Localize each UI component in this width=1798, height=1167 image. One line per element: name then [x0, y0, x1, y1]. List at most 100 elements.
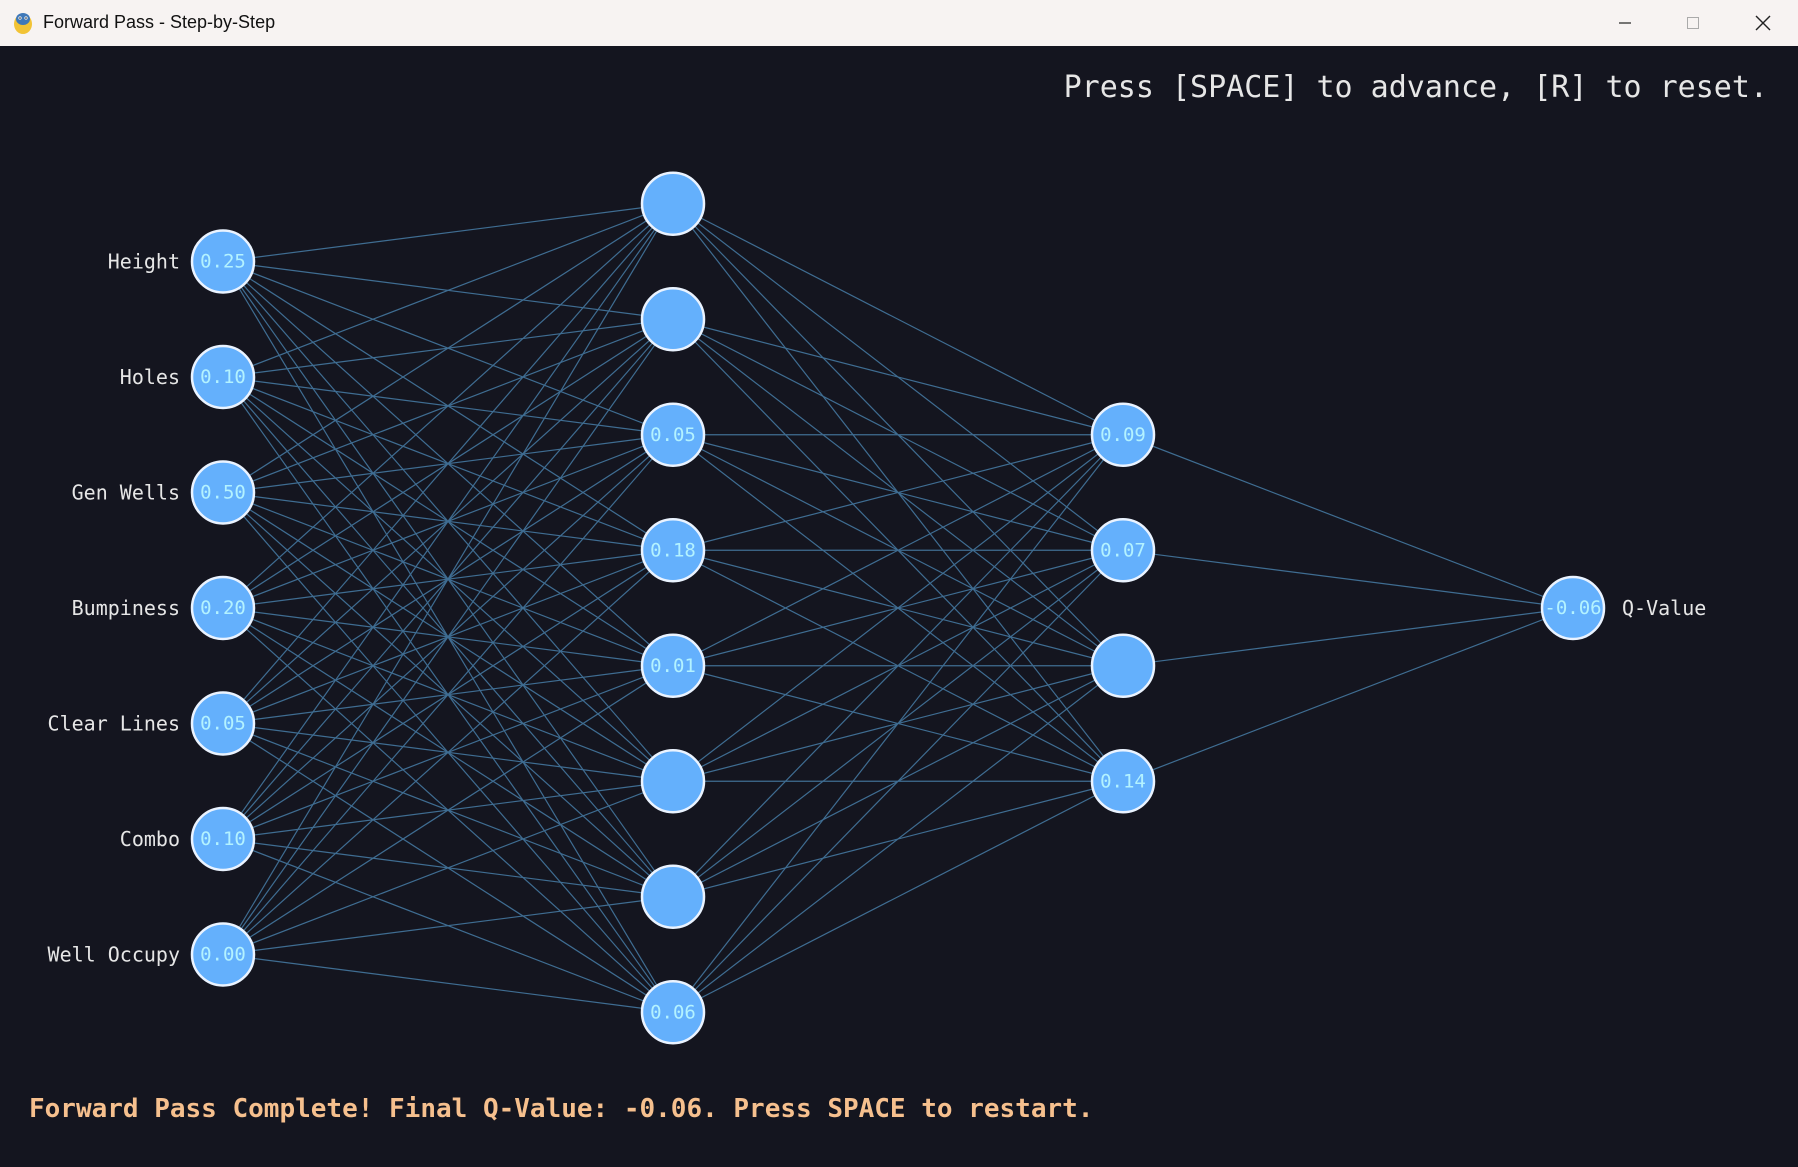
connection-hidden1-0-hidden2-0 [672, 203, 1124, 436]
connection-hidden1-1-hidden2-0 [672, 318, 1124, 436]
node-input-0: 0.25 Height [108, 229, 256, 294]
connection-hidden1-3-hidden2-0 [672, 434, 1124, 551]
neuron-value: -0.06 [1544, 597, 1601, 619]
connection-input-5-hidden1-0 [222, 203, 674, 840]
neuron-circle [190, 575, 256, 641]
neurons: 0.25 Height 0.10 Holes 0.50 Gen Wells 0.20 Bump… [48, 171, 1706, 1045]
connection-input-6-hidden1-5 [222, 780, 674, 956]
connection-input-2-hidden1-0 [222, 203, 674, 494]
connection-hidden1-6-hidden2-0 [672, 434, 1124, 898]
node-hidden1-3: 0.18 [640, 518, 706, 583]
connection-hidden2-2-output-0 [1122, 607, 1574, 667]
neuron-value: 0.18 [650, 539, 696, 561]
neuron-value: 0.14 [1100, 770, 1146, 792]
neuron-label: Height [108, 250, 180, 274]
instructions-text: Press [SPACE] to advance, [R] to reset. [1063, 70, 1768, 105]
node-input-3: 0.20 Bumpiness [72, 575, 256, 641]
node-hidden2-2 [1090, 633, 1156, 698]
connection-hidden2-3-output-0 [1122, 607, 1574, 782]
neuron-value: 0.00 [200, 944, 246, 966]
connection-input-6-hidden1-7 [222, 953, 674, 1013]
neuron-circle [190, 344, 256, 410]
neuron-value: 0.20 [200, 597, 246, 619]
neuron-label: Holes [120, 365, 180, 389]
neuron-label: Gen Wells [72, 481, 180, 505]
neuron-circle [640, 402, 706, 467]
connection-hidden2-0-output-0 [1122, 434, 1574, 609]
neuron-circle [640, 633, 706, 698]
connection-hidden1-4-hidden2-0 [672, 434, 1124, 667]
maximize-button[interactable] [1658, 0, 1728, 46]
connection-input-1-hidden1-0 [222, 203, 674, 378]
connection-hidden1-7-hidden2-1 [672, 549, 1124, 1013]
python-snake-icon [14, 13, 32, 34]
close-button[interactable] [1728, 0, 1798, 46]
connection-input-4-hidden1-0 [222, 203, 674, 724]
status-message: Forward Pass Complete! Final Q-Value: -0… [29, 1094, 1094, 1124]
connection-input-6-hidden1-6 [222, 896, 674, 956]
neuron-circle [1090, 749, 1156, 814]
neuron-label: Well Occupy [48, 943, 180, 967]
node-hidden1-1 [640, 287, 706, 352]
neuron-circle [640, 171, 706, 236]
connection-hidden1-7-hidden2-2 [672, 665, 1124, 1013]
neuron-circle [1090, 518, 1156, 583]
neuron-value: 0.25 [200, 251, 246, 273]
neuron-circle [190, 229, 256, 294]
connection-input-6-hidden1-3 [222, 549, 674, 955]
neuron-value: 0.05 [650, 424, 696, 446]
neuron-label: Bumpiness [72, 596, 180, 620]
node-hidden1-7: 0.06 [640, 980, 706, 1045]
connections [222, 203, 1574, 1013]
neuron-circle [1090, 633, 1156, 698]
neuron-label: Combo [120, 827, 180, 851]
node-hidden2-3: 0.14 [1090, 749, 1156, 814]
neuron-value: 0.01 [650, 655, 696, 677]
neuron-value: 0.07 [1100, 539, 1146, 561]
connection-input-6-hidden1-2 [222, 434, 674, 955]
node-hidden1-2: 0.05 [640, 402, 706, 467]
neuron-value: 0.10 [200, 828, 246, 850]
neural-network-diagram: 0.25 Height 0.10 Holes 0.50 Gen Wells 0.20 Bump… [48, 171, 1706, 1045]
connection-input-0-hidden1-0 [222, 203, 674, 263]
maximize-icon [1687, 17, 1699, 29]
connection-input-6-hidden1-4 [222, 665, 674, 956]
neuron-circle [1090, 402, 1156, 467]
node-hidden2-1: 0.07 [1090, 518, 1156, 583]
neuron-value: 0.10 [200, 366, 246, 388]
network-canvas: 0.25 Height 0.10 Holes 0.50 Gen Wells 0.20 Bump… [0, 46, 1798, 1167]
node-input-6: 0.00 Well Occupy [48, 922, 256, 987]
neuron-label: Clear Lines [48, 712, 180, 736]
node-hidden1-0 [640, 171, 706, 236]
minimize-button[interactable] [1590, 0, 1660, 46]
neuron-value: 0.50 [200, 482, 246, 504]
neuron-circle [640, 864, 706, 929]
node-hidden2-0: 0.09 [1090, 402, 1156, 467]
node-hidden1-6 [640, 864, 706, 929]
connection-hidden1-7-hidden2-0 [672, 434, 1124, 1013]
connection-hidden1-7-hidden2-3 [672, 780, 1124, 1013]
neuron-circle [640, 287, 706, 352]
neuron-value: 0.05 [200, 713, 246, 735]
neuron-circle [640, 749, 706, 814]
neuron-circle [190, 460, 256, 525]
close-icon [1755, 15, 1771, 31]
neuron-circle [190, 806, 256, 872]
neuron-value: 0.09 [1100, 424, 1146, 446]
neuron-circle [1540, 575, 1606, 641]
connection-input-3-hidden1-0 [222, 203, 674, 609]
neuron-label: Q-Value [1622, 596, 1706, 620]
node-hidden1-4: 0.01 [640, 633, 706, 698]
connection-hidden2-1-output-0 [1122, 549, 1574, 609]
neuron-circle [190, 691, 256, 756]
neuron-circle [640, 980, 706, 1045]
minimize-icon [1619, 22, 1631, 24]
node-hidden1-5 [640, 749, 706, 814]
node-input-2: 0.50 Gen Wells [72, 460, 256, 525]
connection-hidden1-5-hidden2-0 [672, 434, 1124, 782]
neuron-circle [190, 922, 256, 987]
node-input-5: 0.10 Combo [120, 806, 256, 872]
node-input-4: 0.05 Clear Lines [48, 691, 256, 756]
connection-input-6-hidden1-1 [222, 318, 674, 955]
title-bar: Forward Pass - Step-by-Step [0, 0, 1798, 47]
